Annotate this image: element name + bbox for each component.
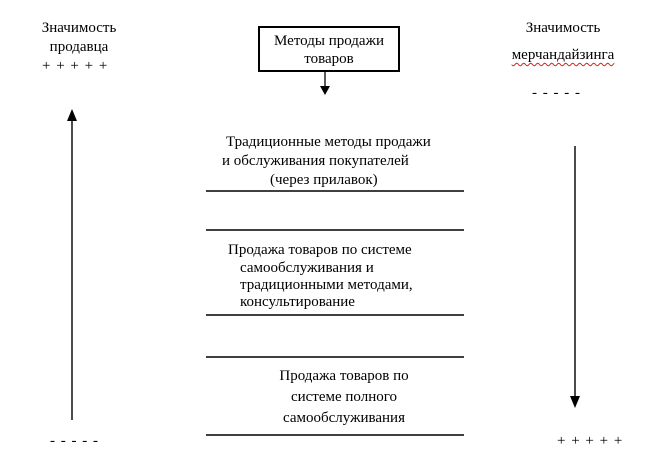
- box-down-arrowhead: [320, 86, 330, 95]
- method-traditional: Традиционные методы продажи и обслуживан…: [208, 133, 464, 190]
- right-title-line-1: Значимость: [525, 20, 601, 36]
- method-self-service: Продажа товаров по системе полного самоо…: [208, 366, 464, 429]
- method-traditional-line-1: Традиционные методы продажи: [226, 134, 431, 150]
- left-bottom-marks: - - - - -: [50, 433, 99, 449]
- right-title: Значимость мерчандайзинга: [508, 19, 618, 65]
- sales-methods-box-line-1: Методы продажи: [274, 33, 384, 49]
- left-title-line-2: продавца: [49, 39, 109, 55]
- sales-methods-box: Методы продажи товаров: [258, 26, 400, 72]
- method-self-service-line-1: Продажа товаров по: [279, 368, 409, 384]
- right-top-marks: - - - - -: [532, 85, 581, 101]
- method-traditional-line-3: (через прилавок): [270, 172, 378, 188]
- left-title-line-1: Значимость: [41, 20, 117, 36]
- method-traditional-line-2: и обслуживания покупателей: [222, 153, 409, 169]
- left-top-marks: + + + + +: [42, 58, 109, 74]
- method-mixed-line-3: традиционными методами,: [240, 277, 413, 293]
- method-mixed-line-1: Продажа товаров по системе: [228, 242, 412, 258]
- method-mixed: Продажа товаров по системе самообслужива…: [208, 241, 464, 311]
- right-bottom-marks: + + + + +: [557, 433, 624, 449]
- method-self-service-line-2: системе полного: [290, 389, 398, 405]
- sales-methods-box-line-2: товаров: [304, 51, 354, 67]
- left-title: Значимость продавца: [34, 19, 124, 57]
- left-up-arrowhead: [67, 109, 77, 121]
- right-down-arrowhead: [570, 396, 580, 408]
- method-self-service-line-3: самообслуживания: [283, 410, 405, 426]
- right-title-line-2: мерчандайзинга: [511, 47, 615, 63]
- method-mixed-line-2: самообслуживания и: [240, 260, 374, 276]
- method-mixed-line-4: консультирование: [240, 294, 355, 310]
